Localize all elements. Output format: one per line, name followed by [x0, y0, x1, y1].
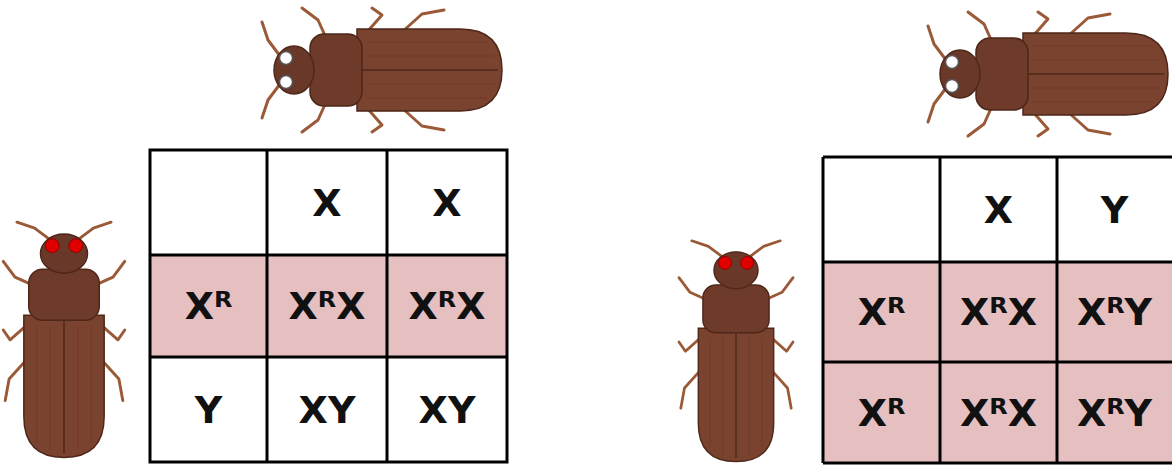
beetle-white-eyes	[262, 8, 502, 132]
table-cell: X	[269, 152, 385, 253]
beetle-red-eyes	[679, 241, 793, 462]
table-cell: Y	[152, 359, 265, 460]
table-cell: Xᴿ	[825, 264, 938, 360]
table-cell: XᴿX	[269, 257, 385, 355]
table-row-fill	[150, 255, 507, 357]
table-cell: XᴿX	[389, 257, 505, 355]
table-cell: Y	[1059, 159, 1170, 260]
table-row-fill	[823, 262, 1172, 463]
table-cell: XᴿX	[942, 264, 1055, 360]
table-cell: X	[942, 159, 1055, 260]
table-grid	[823, 157, 1172, 463]
beetle-white-eyes	[928, 12, 1168, 136]
table-cell: XᴿX	[942, 364, 1055, 461]
table-cell: XᴿY	[1059, 264, 1170, 360]
table-cell: XᴿY	[1059, 364, 1170, 461]
table-grid	[150, 150, 507, 462]
table-cell: XY	[389, 359, 505, 460]
table-cell: Xᴿ	[825, 364, 938, 461]
beetle-red-eyes	[3, 222, 125, 457]
table-cell: Xᴿ	[152, 257, 265, 355]
table-cell: X	[389, 152, 505, 253]
table-cell: XY	[269, 359, 385, 460]
